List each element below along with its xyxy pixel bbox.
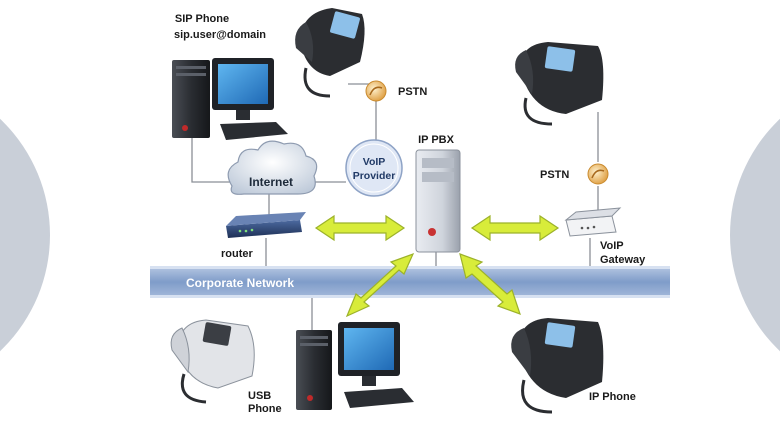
corporate-network-label: Corporate Network [186,276,294,290]
pstn-connector-right-icon [587,163,609,185]
voip-gateway-label-2: Gateway [600,254,646,266]
usb-phone-label-2: Phone [248,403,282,415]
voip-gateway-label-1: VoIP [600,240,624,252]
left-decor-circle [0,118,50,352]
router-label: router [221,248,254,260]
corporate-network-band: Corporate Network [150,266,670,298]
sip-computer: SIP Phone sip.user@domain [172,13,288,140]
voip-provider-label-2: Provider [353,170,396,182]
pstn-right-label: PSTN [540,169,569,181]
internet-label: Internet [249,175,293,189]
usb-phone-label-1: USB [248,390,271,402]
ip-phone-bottom-icon [511,318,604,414]
voip-provider-node: VoIP Provider [345,139,403,197]
bidirectional-arrow-icon [314,214,560,318]
bottom-computer [296,322,414,410]
ip-telephone-icon [515,42,604,126]
ip-pbx-label: IP PBX [418,134,455,146]
pstn-top-label: PSTN [398,86,427,98]
sip-phone-address: sip.user@domain [174,29,266,41]
right-decor-circle [730,118,780,352]
desktop-tower-icon [172,60,210,138]
server-icon [415,149,461,253]
telephone-icon [295,8,365,98]
ip-phone-label: IP Phone [589,391,636,403]
sip-phone-title: SIP Phone [175,13,229,25]
desktop-tower-bottom-icon [296,330,332,410]
voip-provider-label-1: VoIP [363,156,386,168]
gateway-modem-icon [564,207,622,237]
desktop-computer-icon [212,58,288,140]
router-icon [226,212,306,238]
pstn-connector-icon [365,80,387,102]
arrow-router-pbx [314,214,406,242]
arrow-pbx-ipphone [459,253,521,315]
desktop-computer-bottom-icon [338,322,414,408]
cloud-icon: Internet [227,140,318,195]
usb-telephone-icon [170,319,255,404]
arrow-pbx-usbphone [345,252,415,318]
arrow-pbx-gateway [470,214,560,242]
line-sip-to-internet [191,138,240,183]
